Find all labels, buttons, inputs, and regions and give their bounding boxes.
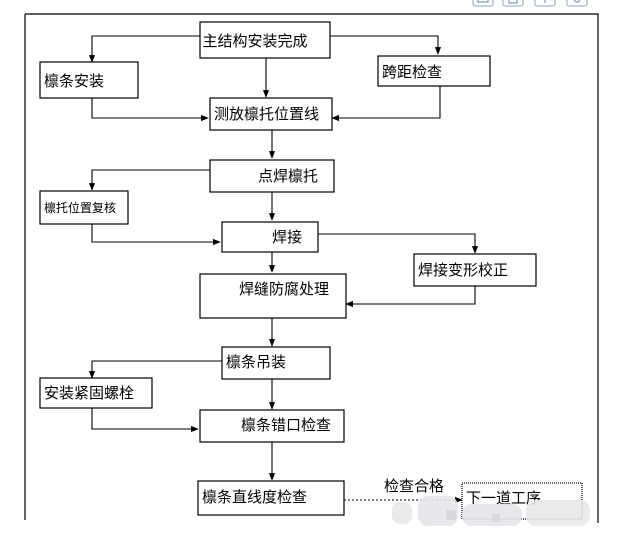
- node-position-recheck: 檩托位置复核: [39, 190, 129, 225]
- edge-main-to-purlin-install: [88, 35, 200, 63]
- node-misalign-check-label: 檩条错口检查: [241, 416, 331, 434]
- edge-weld-correct-to-anticorrosion: [345, 286, 476, 308]
- document-icon[interactable]: [502, 0, 524, 7]
- edge-weld-to-weld-correct: [318, 233, 479, 254]
- node-install-bolts-label: 安装紧固螺栓: [44, 384, 134, 402]
- node-measure-line: 测放檩托位置线: [209, 97, 333, 131]
- diagram-frame-top-right: [25, 13, 599, 523]
- node-spot-weld-label: 点焊檩托: [258, 167, 318, 185]
- node-purlin-hoist: 檩条吊装: [221, 346, 331, 380]
- edge-purlin-hoist-to-install-bolts: [88, 360, 222, 379]
- node-straightness-check: 檩条直线度检查: [197, 480, 345, 516]
- node-spot-weld: 点焊檩托: [209, 159, 335, 193]
- node-install-bolts: 安装紧固螺栓: [39, 377, 153, 409]
- node-purlin-install-label: 檩条安装: [44, 72, 104, 90]
- node-weld-correct-label: 焊接变形校正: [418, 261, 508, 279]
- upload-icon[interactable]: [534, 0, 556, 7]
- edge-label-pass: 检查合格: [384, 477, 444, 495]
- node-purlin-install: 檩条安装: [39, 61, 139, 99]
- node-weld: 焊接: [221, 221, 319, 253]
- node-span-check-label: 跨距检查: [382, 63, 442, 81]
- watermark-blur: [392, 496, 590, 526]
- node-measure-line-label: 测放檩托位置线: [214, 105, 319, 123]
- edge-position-recheck-to-weld: [91, 224, 221, 246]
- node-span-check: 跨距检查: [377, 55, 491, 87]
- node-main-structure-label: 主结构安装完成: [202, 32, 307, 50]
- node-misalign-check: 檩条错口检查: [199, 409, 345, 443]
- node-main-structure: 主结构安装完成: [199, 21, 331, 59]
- node-weld-correct: 焊接变形校正: [413, 253, 537, 287]
- node-anticorrosion-label: 焊缝防腐处理: [239, 280, 329, 298]
- edge-main-to-span-check: [330, 35, 442, 55]
- node-anticorrosion: 焊缝防腐处理: [199, 273, 347, 319]
- node-position-recheck-label: 檩托位置复核: [44, 200, 116, 215]
- edge-install-bolts-to-misalign-check: [91, 408, 199, 433]
- node-weld-label: 焊接: [272, 228, 302, 246]
- edges: [88, 35, 479, 504]
- toolbar: [472, 0, 588, 7]
- node-straightness-check-label: 檩条直线度检查: [202, 488, 307, 506]
- settings-icon[interactable]: [566, 0, 588, 7]
- edge-spot-weld-to-position-recheck: [88, 169, 210, 191]
- image-icon[interactable]: [472, 0, 494, 7]
- node-purlin-hoist-label: 檩条吊装: [226, 353, 286, 371]
- edge-span-check-to-measure-line: [331, 86, 441, 122]
- edge-purlin-install-to-measure-line: [91, 98, 209, 122]
- node-next-process-label: 下一道工序: [466, 489, 541, 507]
